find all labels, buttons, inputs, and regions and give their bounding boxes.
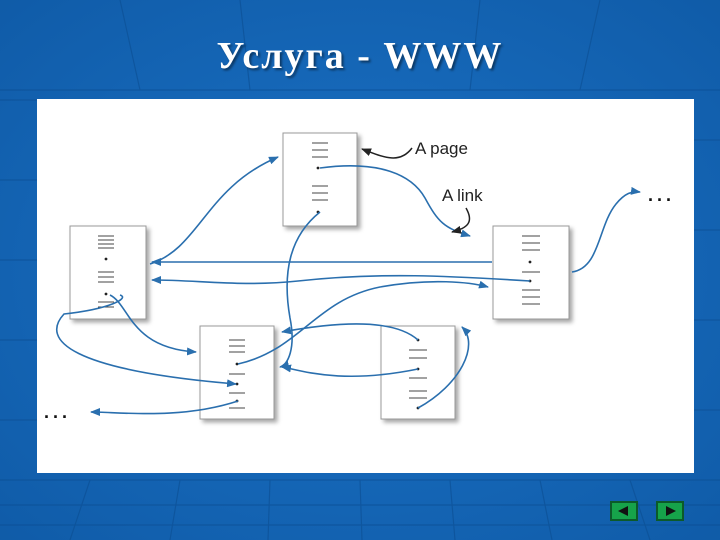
label-a-page: A page [415, 139, 468, 158]
triangle-left-icon [618, 506, 628, 516]
label-a-link: A link [442, 186, 483, 205]
link-arrow [319, 165, 471, 238]
link-arrow [55, 294, 237, 388]
link-arrow [281, 364, 419, 378]
slide-title: Услуга - WWW [216, 35, 504, 77]
prev-slide-button[interactable] [610, 501, 638, 521]
link-arrow [281, 323, 419, 341]
page-top [282, 132, 358, 227]
link-arrow [417, 326, 472, 409]
link-arrow [149, 156, 279, 265]
link-arrow [279, 211, 321, 369]
triangle-right-icon [666, 506, 676, 516]
page-right [492, 225, 570, 320]
page-bottom-left [199, 325, 275, 420]
link-arrow [571, 186, 641, 273]
link-arrow [151, 274, 531, 285]
next-slide-button[interactable] [656, 501, 684, 521]
page-left [69, 225, 147, 320]
callout-pointer-page [361, 147, 413, 159]
link-arrow [109, 294, 197, 356]
link-arrow [90, 400, 239, 417]
ellipsis-right: ... [648, 185, 675, 205]
link-arrow [237, 280, 489, 365]
callout-pointer-link [451, 207, 471, 234]
ellipsis-left: ... [44, 402, 71, 422]
